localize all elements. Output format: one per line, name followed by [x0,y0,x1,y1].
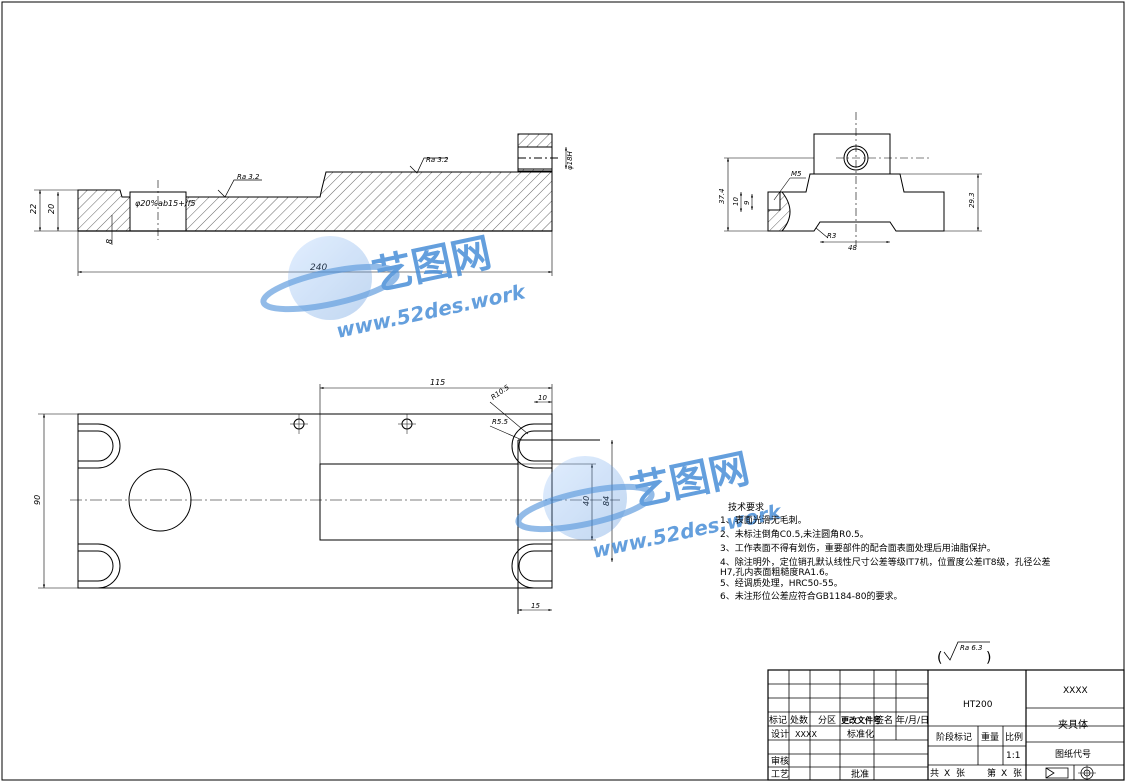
dim-m5-label: M5 [791,170,802,178]
top-view-outline [77,413,553,589]
roughness-check-icon [943,641,990,661]
dim-8-label: 8 [105,239,114,244]
dim-r3-label: R3 [827,232,836,240]
dim-m5-leader [773,177,791,201]
dim-r10-leader [489,401,529,435]
dim-90-label: 90 [33,495,42,505]
tb-part-name: 夹具体 [1058,718,1088,731]
u-slot-top-right [511,423,552,469]
dim-22-label: 22 [29,204,38,214]
side-view-top-boss [813,133,891,175]
tb-zhang2: X [1001,769,1007,779]
title-block-text: HT200 XXXX 夹具体 图纸代号 标记 处数 分区 更改文件号 签名 年/… [769,686,1091,780]
dim-r5-leader [489,425,523,441]
tb-gengai: 更改文件号 [841,715,881,725]
side-view-thread [767,191,781,211]
general-roughness: ( ) [937,641,991,666]
general-roughness-label: Ra 6.3 [960,644,983,652]
dim-9-label: 9 [743,200,751,205]
svg-text:(: ( [937,650,942,666]
tb-chushu: 处数 [790,714,808,726]
tb-stage: 阶段标记 [936,731,972,743]
notes-line-4: 4、除注明外，定位销孔默认线性尺寸公差等级IT7机，位置度公差IT8级，孔径公差 [720,556,1050,568]
dim-293-label: 29.3 [968,192,976,208]
notes-title: 技术要求 [728,501,764,513]
tb-scale-value: 1:1 [1006,751,1020,761]
roughness-2-label: Ra 3.2 [426,156,449,164]
dim-20-label: 20 [47,204,56,214]
notes-line-5: H7,孔内表面粗糙度RA1.6。 [720,566,834,578]
roughness-symbol-1 [217,179,262,198]
watermark-1: 艺图网 www.52des.work [260,230,529,343]
roughness-1-label: Ra 3.2 [237,173,260,181]
dim-r3-leader [815,227,829,239]
u-slot-bottom-left [78,543,121,589]
tb-fenqu: 分区 [818,715,836,726]
technical-notes: 技术要求 1、表面光滑无毛刺。 2、未标注倒角C0.5,未注圆角R0.5。 3、… [720,501,1050,602]
dim-115-label: 115 [430,378,445,387]
tb-shenhe: 审核 [771,755,789,767]
top-view-large-hole [128,468,192,532]
dim-15-label: 15 [531,602,540,610]
tb-sheji: 设计 [771,728,789,740]
tb-weight: 重量 [981,731,999,743]
tb-date: 年/月/日 [896,714,929,726]
dim-r5-label: R5.5 [492,418,509,426]
tb-code-top: XXXX [1063,686,1088,696]
watermark-globe-icon-2 [515,456,655,540]
top-view [38,384,620,614]
notes-line-1: 1、表面光滑无毛刺。 [720,514,807,526]
notes-line-3: 3、工作表面不得有划伤，重要部件的配合面表面处理后用油脂保护。 [720,542,996,554]
dim-r10-label: R10.5 [490,383,512,402]
tb-zhang-label1: 张 [956,768,965,779]
dim-18-label: φ18H [566,150,574,170]
top-view-raised-block [319,463,519,541]
front-view [34,133,568,276]
projection-symbol-icon [1045,765,1096,780]
dim-48-label: 48 [848,244,857,252]
tb-gongyi: 工艺 [771,769,789,780]
tb-biaozhunhua: 标准化 [847,728,874,740]
u-slot-top-left [78,423,121,469]
tb-drawing-no: 图纸代号 [1055,748,1091,760]
tb-zhang1: X [944,769,950,779]
notes-line-7: 6、未注形位公差应符合GB1184-80的要求。 [720,590,902,602]
tb-biaoji: 标记 [769,714,787,726]
tb-scale: 比例 [1005,731,1023,743]
u-slot-bottom-right [511,543,552,589]
tb-di: 第 [987,767,996,779]
side-view [724,112,982,246]
notes-line-6: 5、经调质处理，HRC50-55。 [720,577,843,589]
dim-10s-label: 10 [732,197,740,206]
roughness-symbol-2 [409,157,448,174]
tb-material: HT200 [963,700,993,710]
dim-374-label: 37.4 [718,188,726,204]
tb-pizhun: 批准 [851,768,869,780]
svg-text:): ) [986,650,991,666]
tb-sheji-name: XXXX [795,730,817,739]
dim-hole-label: φ20%ab15+/f5 [135,199,196,208]
title-block [767,669,1125,781]
watermark-globe-icon [260,236,400,320]
dim-10t-label: 10 [538,394,547,402]
tb-gong: 共 [930,768,939,779]
tb-zhang-label2: 张 [1013,768,1022,779]
notes-line-2: 2、未标注倒角C0.5,未注圆角R0.5。 [720,528,869,540]
tb-qianming: 签名 [875,714,893,726]
